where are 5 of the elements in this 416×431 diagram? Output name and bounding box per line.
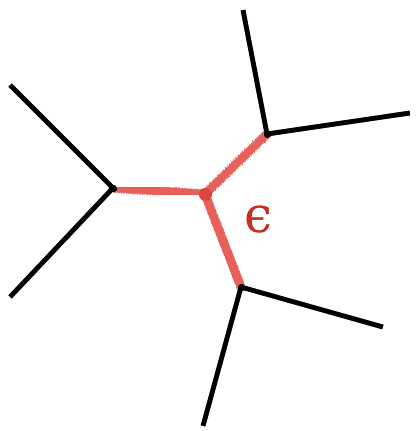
tree-branch (8, 186, 115, 299)
tree-branch (266, 110, 410, 136)
branch-label: ϵ (244, 190, 272, 240)
tree-branch (240, 10, 270, 134)
tree-branch (8, 83, 115, 190)
